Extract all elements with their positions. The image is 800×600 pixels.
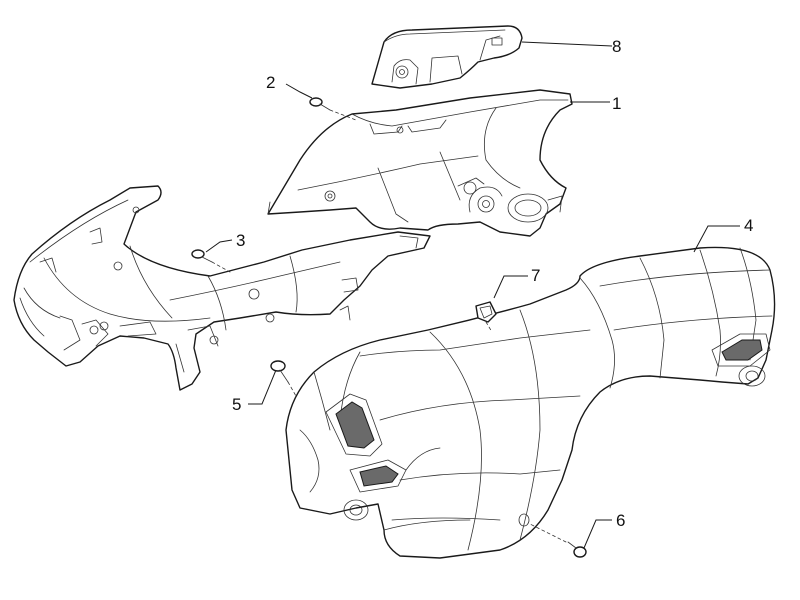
callout-8: 8 bbox=[612, 37, 621, 56]
callout-6: 6 bbox=[616, 511, 625, 530]
part-6-screw bbox=[567, 541, 587, 558]
part-1-upper-shroud bbox=[267, 89, 573, 237]
leader-lines bbox=[205, 41, 740, 549]
callout-7: 7 bbox=[531, 266, 540, 285]
part-7-clip-nut bbox=[475, 301, 497, 323]
callout-5: 5 bbox=[232, 395, 241, 414]
assembly-lines bbox=[211, 109, 567, 543]
part-5-screw bbox=[270, 360, 289, 383]
callout-4: 4 bbox=[744, 216, 753, 235]
part-4-front-handlebar-cover bbox=[285, 246, 776, 559]
part-2-screw bbox=[309, 97, 331, 111]
callout-2: 2 bbox=[266, 73, 275, 92]
lower-shroud-body bbox=[13, 185, 431, 391]
callout-labels: 1 2 3 4 5 6 7 8 bbox=[232, 37, 753, 530]
part-3-screw bbox=[191, 249, 213, 263]
callout-1: 1 bbox=[612, 94, 621, 113]
callout-3: 3 bbox=[236, 231, 245, 250]
part-8-top-cover bbox=[371, 25, 523, 89]
